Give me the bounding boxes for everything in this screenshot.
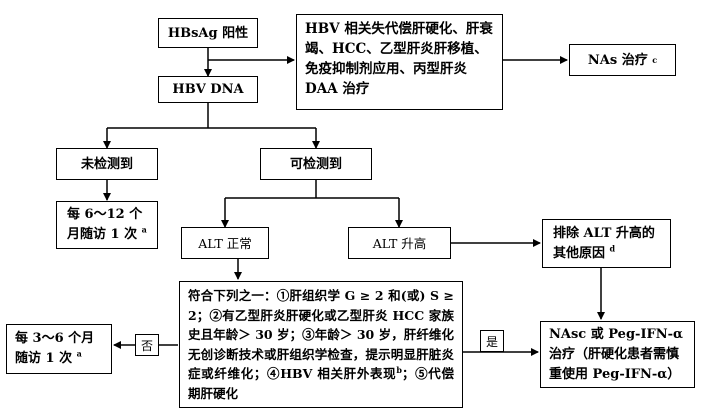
- edge-label-yes: 是: [480, 330, 504, 352]
- node-follow-3-6-months: 每 3～6 个月随访 1 次 a: [6, 324, 112, 374]
- node-undetected: 未检测到: [56, 148, 158, 180]
- node-exclude-other-causes: 排除 ALT 升高的其他原因 d: [542, 219, 671, 268]
- node-alt-elevated: ALT 升高: [348, 227, 451, 259]
- edge-label-no: 否: [135, 334, 159, 356]
- node-indication-conditions: HBV 相关失代偿肝硬化、肝衰竭、HCC、乙型肝炎肝移植、免疫抑制剂应用、丙型肝…: [296, 14, 503, 110]
- node-detectable: 可检测到: [260, 148, 372, 180]
- node-nas-treatment: NAs 治疗 c: [569, 44, 676, 76]
- node-treatment-criteria: 符合下列之一：①肝组织学 G ≥ 2 和(或) S ≥ 2；②有乙型肝炎肝硬化或…: [179, 281, 463, 408]
- node-nasc-peg-ifn-treatment: NAsc 或 Peg-IFN-α治疗（肝硬化患者需慎重使用 Peg-IFN-α）: [540, 321, 695, 388]
- node-hbv-dna: HBV DNA: [158, 76, 258, 103]
- node-hbsag-positive: HBsAg 阳性: [158, 18, 258, 48]
- node-alt-normal: ALT 正常: [181, 227, 269, 259]
- node-follow-6-12-months: 每 6～12 个月随访 1 次 a: [56, 201, 158, 249]
